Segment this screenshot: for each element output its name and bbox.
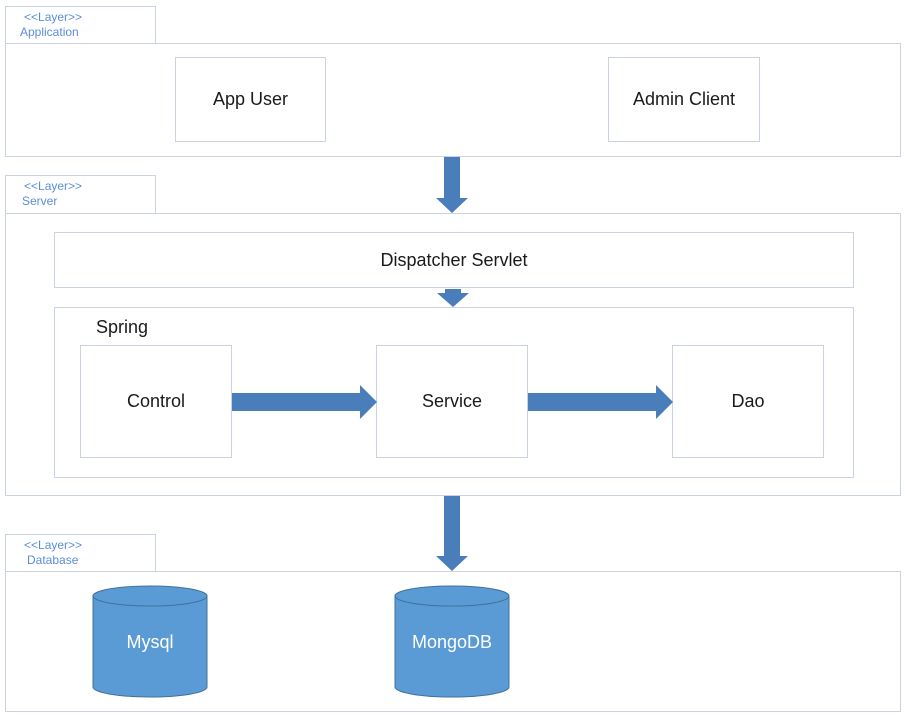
control-box: Control [80, 345, 232, 458]
mysql-cylinder: Mysql [92, 585, 208, 698]
mongodb-cylinder: MongoDB [394, 585, 510, 698]
arrow-server-to-database [436, 496, 468, 571]
application-stereotype: <<Layer>> [24, 10, 83, 24]
dao-box: Dao [672, 345, 824, 458]
database-stereotype: <<Layer>> [24, 538, 83, 552]
application-layer-name: Application [20, 25, 79, 39]
server-stereotype: <<Layer>> [24, 179, 83, 193]
arrow-control-to-service [232, 385, 377, 419]
database-layer-name: Database [27, 553, 79, 567]
spring-label: Spring [96, 317, 149, 337]
admin-client-box: Admin Client [608, 57, 760, 142]
arrow-service-to-dao [528, 385, 673, 419]
arrow-dispatcher-to-spring [437, 289, 469, 307]
database-layer-tab: <<Layer>> Database [5, 534, 156, 572]
dispatcher-servlet-box: Dispatcher Servlet [54, 232, 854, 288]
mongodb-label: MongoDB [412, 632, 492, 652]
application-layer-tab: <<Layer>> Application [5, 6, 156, 44]
service-box: Service [376, 345, 528, 458]
app-user-box: App User [175, 57, 326, 142]
mysql-label: Mysql [126, 632, 173, 652]
server-layer-tab: <<Layer>> Server [5, 175, 156, 214]
arrow-application-to-server [436, 157, 468, 213]
server-layer-name: Server [22, 194, 58, 208]
